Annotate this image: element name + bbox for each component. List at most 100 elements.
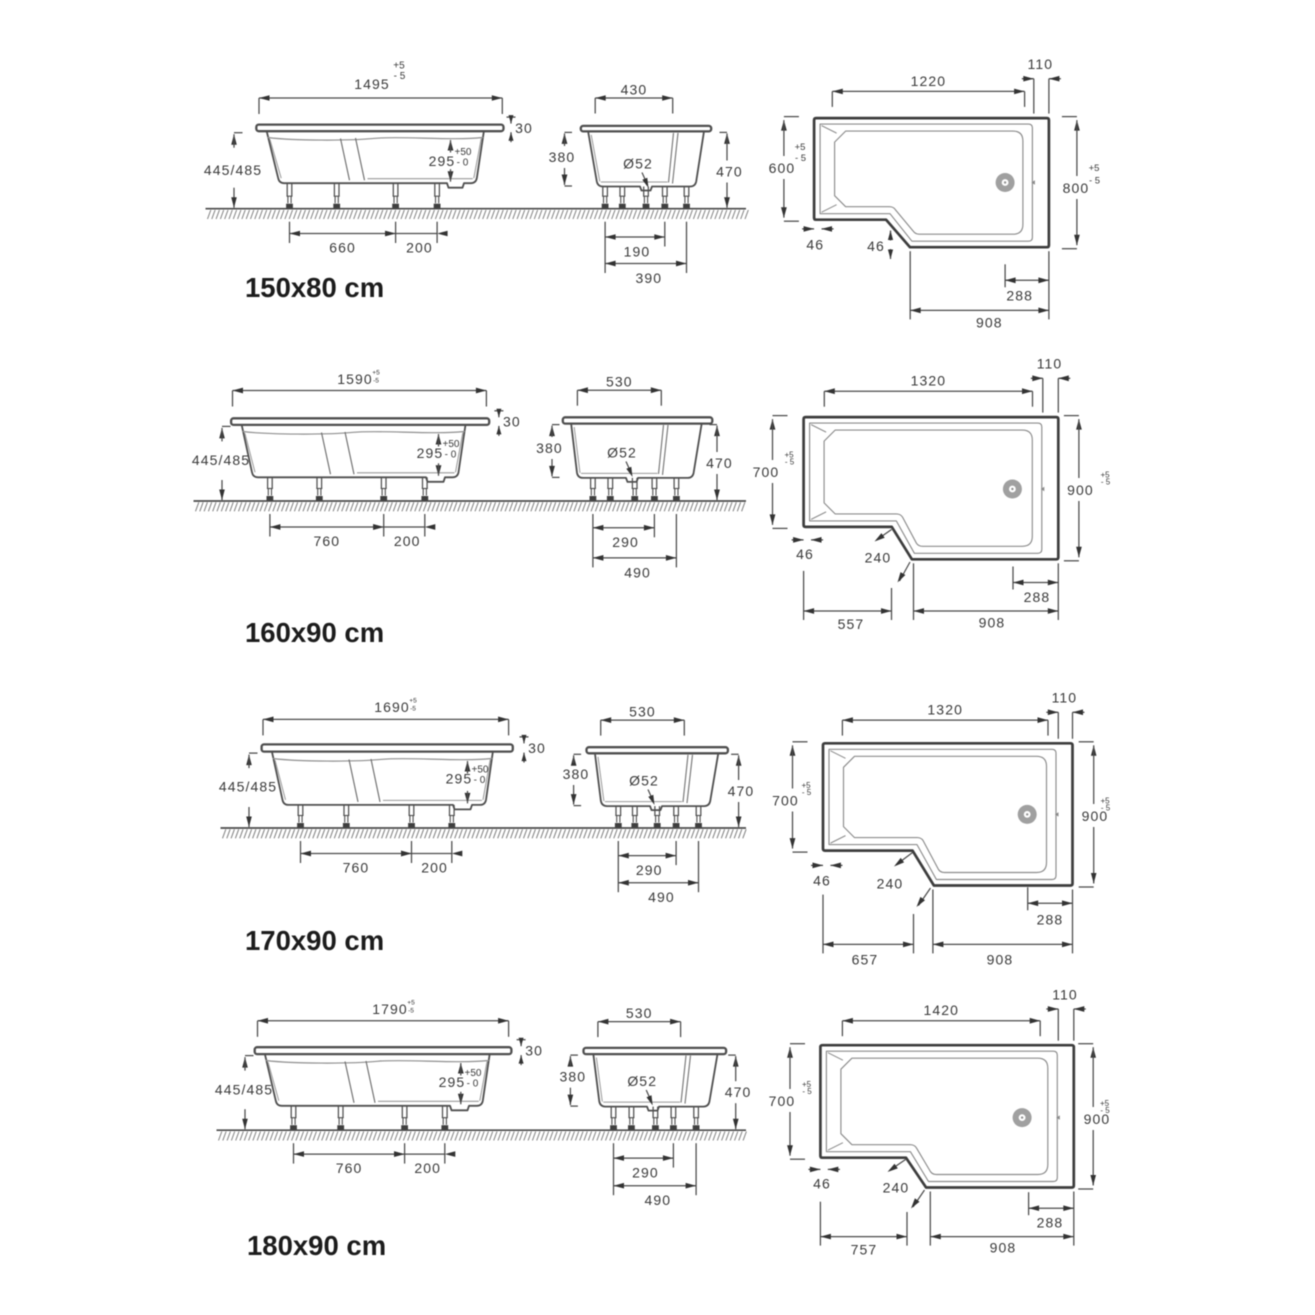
- svg-text:110: 110: [1037, 356, 1063, 372]
- svg-text:+5: +5: [795, 142, 806, 153]
- svg-text:- 0: - 0: [457, 158, 469, 169]
- svg-text:660: 660: [329, 239, 356, 255]
- svg-text:+5: +5: [372, 369, 380, 376]
- svg-text:200: 200: [394, 533, 421, 549]
- svg-text:900: 900: [1084, 1111, 1111, 1127]
- svg-text:490: 490: [648, 889, 675, 905]
- svg-text:- 5: - 5: [795, 153, 806, 164]
- svg-text:1320: 1320: [911, 373, 947, 389]
- svg-text:530: 530: [626, 1005, 653, 1021]
- svg-text:380: 380: [536, 440, 563, 456]
- svg-text:110: 110: [1052, 690, 1078, 706]
- svg-text:445/485: 445/485: [215, 1081, 273, 1097]
- svg-text:110: 110: [1052, 986, 1078, 1002]
- svg-text:- 0: - 0: [467, 1079, 479, 1090]
- svg-text:295: 295: [439, 1074, 466, 1090]
- svg-text:288: 288: [1024, 589, 1051, 605]
- svg-text:+50: +50: [465, 1068, 482, 1079]
- svg-text:Ø52: Ø52: [627, 1073, 657, 1089]
- svg-text:- 5: - 5: [1089, 175, 1100, 186]
- svg-text:295: 295: [417, 445, 444, 461]
- svg-text:760: 760: [343, 859, 370, 875]
- svg-text:-5: -5: [373, 377, 379, 384]
- svg-text:800: 800: [1063, 180, 1090, 196]
- svg-text:- 0: - 0: [474, 775, 486, 786]
- svg-text:908: 908: [990, 1239, 1017, 1255]
- svg-text:380: 380: [549, 149, 576, 165]
- svg-text:1495: 1495: [354, 76, 390, 92]
- svg-text:290: 290: [612, 534, 639, 550]
- svg-text:+5: +5: [1100, 796, 1110, 805]
- svg-text:530: 530: [629, 704, 656, 720]
- svg-text:290: 290: [636, 862, 663, 878]
- svg-text:1420: 1420: [924, 1002, 960, 1018]
- svg-text:200: 200: [406, 239, 433, 255]
- svg-text:- 0: - 0: [445, 450, 457, 461]
- svg-text:240: 240: [865, 549, 892, 565]
- svg-text:470: 470: [716, 163, 743, 179]
- svg-text:+5: +5: [409, 697, 417, 704]
- svg-text:30: 30: [525, 1043, 543, 1059]
- svg-text:600: 600: [769, 160, 796, 176]
- svg-text:+5: +5: [1100, 470, 1110, 479]
- svg-text:180x90 cm: 180x90 cm: [247, 1230, 386, 1261]
- svg-text:700: 700: [772, 792, 799, 808]
- svg-text:- 5: - 5: [1100, 1106, 1110, 1115]
- svg-text:390: 390: [635, 270, 662, 286]
- svg-text:46: 46: [813, 1175, 831, 1191]
- svg-text:46: 46: [813, 872, 831, 888]
- svg-text:760: 760: [336, 1160, 363, 1176]
- svg-text:908: 908: [987, 951, 1014, 967]
- svg-text:160x90 cm: 160x90 cm: [245, 617, 384, 648]
- svg-text:1790: 1790: [372, 1001, 408, 1017]
- svg-text:- 5: - 5: [802, 788, 812, 797]
- svg-text:908: 908: [976, 315, 1003, 331]
- svg-text:- 5: - 5: [785, 457, 795, 466]
- svg-text:1690: 1690: [374, 699, 410, 715]
- svg-text:200: 200: [414, 1160, 441, 1176]
- svg-text:900: 900: [1067, 482, 1094, 498]
- svg-text:470: 470: [706, 455, 733, 471]
- svg-text:288: 288: [1006, 288, 1033, 304]
- svg-text:1220: 1220: [911, 73, 947, 89]
- svg-text:+5: +5: [393, 61, 405, 72]
- svg-text:170x90 cm: 170x90 cm: [245, 925, 384, 956]
- svg-text:46: 46: [867, 238, 885, 254]
- svg-text:430: 430: [621, 81, 648, 97]
- svg-text:-5: -5: [408, 1007, 414, 1014]
- svg-text:1590: 1590: [337, 371, 373, 387]
- svg-text:150x80 cm: 150x80 cm: [245, 272, 384, 303]
- svg-text:1320: 1320: [927, 702, 963, 718]
- svg-text:295: 295: [429, 153, 456, 169]
- svg-text:30: 30: [503, 414, 521, 430]
- svg-text:110: 110: [1027, 56, 1053, 72]
- svg-text:200: 200: [421, 859, 448, 875]
- svg-text:+5: +5: [784, 450, 794, 459]
- svg-text:30: 30: [528, 740, 546, 756]
- svg-text:30: 30: [515, 120, 533, 136]
- svg-text:760: 760: [313, 533, 340, 549]
- svg-text:+5: +5: [1100, 1099, 1110, 1108]
- svg-text:- 5: - 5: [394, 71, 406, 82]
- svg-text:46: 46: [796, 546, 814, 562]
- svg-text:490: 490: [644, 1192, 671, 1208]
- svg-text:445/485: 445/485: [204, 162, 262, 178]
- svg-text:+5: +5: [1089, 163, 1100, 174]
- svg-text:- 5: - 5: [1101, 803, 1111, 812]
- svg-text:900: 900: [1082, 808, 1109, 824]
- svg-text:+5: +5: [802, 1080, 812, 1089]
- svg-text:- 5: - 5: [802, 1087, 812, 1096]
- svg-text:470: 470: [725, 1084, 752, 1100]
- svg-text:190: 190: [624, 243, 651, 259]
- svg-text:-5: -5: [410, 705, 416, 712]
- svg-text:380: 380: [563, 766, 590, 782]
- svg-text:908: 908: [979, 614, 1006, 630]
- svg-text:240: 240: [883, 1179, 910, 1195]
- svg-text:380: 380: [559, 1069, 586, 1085]
- svg-text:700: 700: [769, 1093, 796, 1109]
- svg-text:700: 700: [753, 464, 780, 480]
- svg-text:240: 240: [877, 875, 904, 891]
- svg-text:757: 757: [851, 1241, 878, 1257]
- svg-text:Ø52: Ø52: [607, 444, 637, 460]
- svg-text:288: 288: [1037, 911, 1064, 927]
